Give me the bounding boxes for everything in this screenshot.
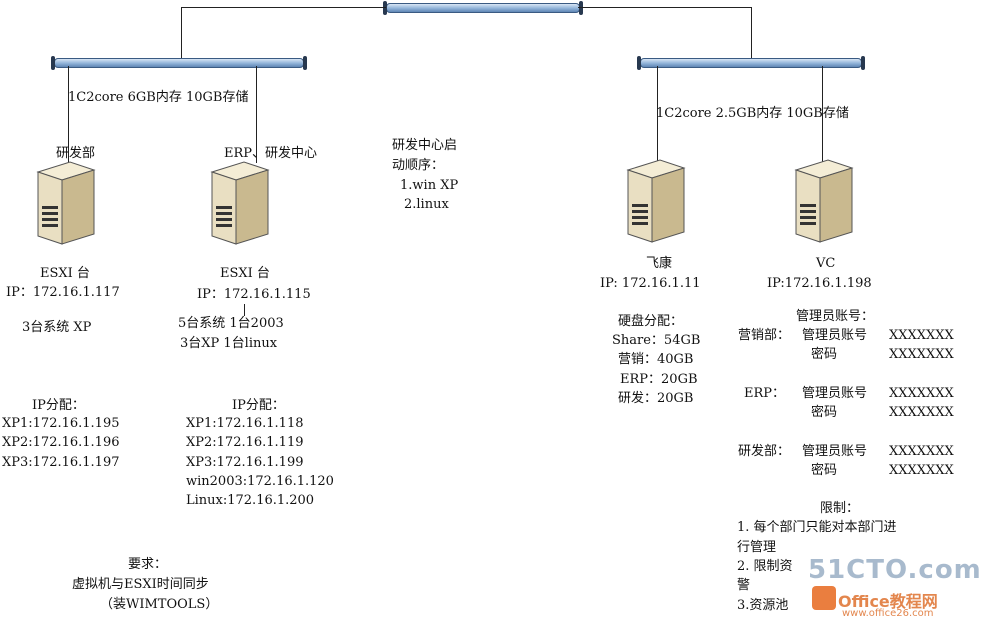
disk-marketing: 营销：40GB	[618, 352, 694, 367]
erp-ip-5: Linux:172.16.1.200	[186, 493, 315, 508]
vc-ip: IP:172.16.1.198	[767, 276, 872, 291]
office-logo-icon	[812, 586, 836, 610]
rnd-password: XXXXXXX	[889, 463, 954, 478]
top-link-right	[578, 7, 752, 8]
server-icon-erp	[210, 161, 270, 245]
requirement-title: 要求：	[128, 557, 168, 572]
erp-dept: ERP：	[744, 386, 786, 401]
limits-line-1: 1. 每个部门只能对本部门进	[737, 520, 897, 535]
left-bus	[51, 56, 307, 70]
disk-title: 硬盘分配：	[618, 314, 684, 329]
rnd-password-label: 密码	[811, 463, 838, 478]
boot-order-line-2: 动顺序：	[392, 158, 445, 173]
erp-password-label: 密码	[811, 405, 838, 420]
boot-order-line-3: 1.win XP	[400, 178, 459, 193]
marketing-dept: 营销部：	[738, 328, 791, 343]
marketing-password: XXXXXXX	[889, 347, 954, 362]
limits-line-2: 行管理	[737, 540, 777, 555]
marketing-password-label: 密码	[811, 347, 838, 362]
disk-erp: ERP：20GB	[620, 372, 698, 387]
watermark-brand: Office教程网	[838, 592, 938, 611]
erp-ip-title: IP分配：	[232, 398, 285, 413]
erp-password: XXXXXXX	[889, 405, 954, 420]
boot-order-line-4: 2.linux	[404, 197, 449, 212]
vc-name: VC	[816, 256, 836, 271]
right-bus	[637, 56, 865, 70]
rnd-dept: 研发部：	[738, 444, 791, 459]
server-icon-feikang	[626, 159, 686, 243]
erp-account-label: 管理员账号	[802, 386, 868, 401]
marketing-account: XXXXXXX	[889, 328, 954, 343]
erp-ip-4: win2003:172.16.1.120	[186, 474, 334, 489]
rnd-account-label: 管理员账号	[802, 444, 868, 459]
feikang-name: 飞康	[646, 256, 673, 271]
erp-host-name: ESXI 台	[220, 266, 270, 281]
left-spec: 1C2core 6GB内存 10GB存储	[68, 90, 249, 105]
erp-systems-2: 3台XP 1台linux	[180, 336, 278, 351]
drop-right	[751, 7, 752, 62]
rnd-ip-2: XP2:172.16.1.196	[2, 435, 120, 450]
left-server1-link	[68, 66, 69, 163]
limits-line-3: 2. 限制资	[737, 559, 793, 574]
rnd-ip-title: IP分配：	[32, 398, 85, 413]
top-link-left	[181, 7, 386, 8]
drop-left	[181, 7, 182, 62]
erp-ip-2: XP2:172.16.1.119	[186, 435, 304, 450]
disk-rnd: 研发：20GB	[618, 391, 694, 406]
server-icon-rnd	[36, 161, 96, 245]
right-spec: 1C2core 2.5GB内存 10GB存储	[656, 106, 849, 121]
limits-line-4: 警	[737, 578, 751, 593]
right-server1-link	[657, 66, 658, 162]
watermark-site: 51CTO.com	[808, 555, 982, 585]
requirement-line-1: 虚拟机与ESXI时间同步	[72, 577, 209, 592]
limits-line-5: 3.资源池	[737, 598, 789, 613]
rnd-ip-1: XP1:172.16.1.195	[2, 416, 120, 431]
rnd-account: XXXXXXX	[889, 444, 954, 459]
requirement-line-2: （装WIMTOOLS）	[100, 597, 219, 612]
erp-ip-1: XP1:172.16.1.118	[186, 416, 304, 431]
rnd-host-name: ESXI 台	[40, 266, 90, 281]
boot-order-line-1: 研发中心启	[392, 138, 458, 153]
erp-ip-3: XP3:172.16.1.199	[186, 455, 304, 470]
top-bus	[383, 1, 583, 15]
erp-account: XXXXXXX	[889, 386, 954, 401]
server-icon-vc	[794, 159, 854, 243]
right-server2-link	[822, 66, 823, 162]
rnd-systems: 3台系统 XP	[22, 320, 92, 335]
admin-title: 管理员账号：	[796, 309, 875, 324]
disk-share: Share：54GB	[612, 333, 701, 348]
erp-tick	[244, 304, 245, 316]
rnd-title: 研发部	[56, 146, 96, 161]
left-server2-link	[256, 66, 257, 163]
erp-systems-1: 5台系统 1台2003	[178, 316, 284, 331]
rnd-host-ip: IP：172.16.1.117	[6, 285, 120, 300]
erp-host-ip: IP：172.16.1.115	[197, 287, 311, 302]
watermark-url: www.office26.com	[842, 608, 934, 619]
limits-title: 限制：	[820, 501, 860, 516]
rnd-ip-3: XP3:172.16.1.197	[2, 455, 120, 470]
erp-title: ERP、研发中心	[224, 146, 318, 161]
marketing-account-label: 管理员账号	[802, 328, 868, 343]
feikang-ip: IP: 172.16.1.11	[600, 276, 701, 291]
